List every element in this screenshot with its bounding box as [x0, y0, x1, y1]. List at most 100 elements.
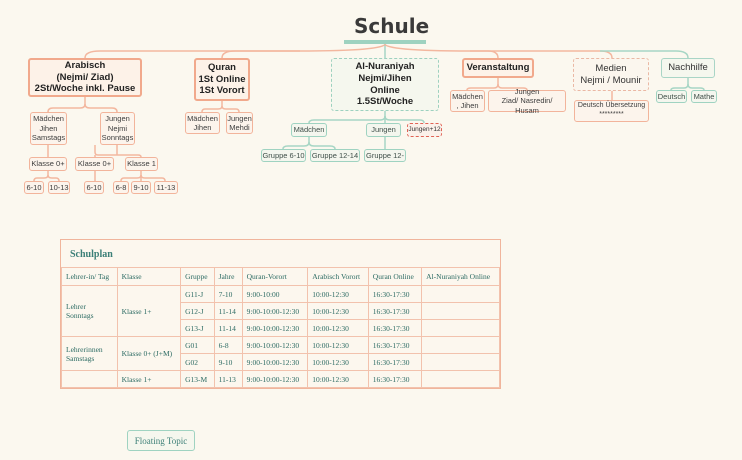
subtopic-label: Mädchen Jihen Samstags [31, 114, 66, 143]
table-cell: 10:00-12:30 [307, 285, 369, 303]
table-cell: 10:00-12:30 [307, 319, 369, 337]
col-header: Gruppe [180, 267, 215, 286]
leaf-10-13[interactable]: 10-13 [48, 181, 70, 194]
leaf-9-10[interactable]: 9-10 [131, 181, 151, 194]
table-cell: G13-J [180, 319, 215, 337]
topic-label: Arabisch (Nejmi/ Ziad) 2St/Woche inkl. P… [34, 59, 136, 95]
subtopic-klasse0-mid[interactable]: Klasse 0+ [75, 157, 114, 171]
table-cell: 16:30-17:30 [367, 370, 423, 388]
leaf-gruppe-6-10[interactable]: Gruppe 6-10 [261, 149, 306, 162]
table-cell: 9:00-10:00-12:30 [241, 370, 309, 388]
table-cell: 16:30-17:30 [367, 353, 423, 371]
leaf-label: 10-13 [49, 182, 69, 192]
table-cell: 10:00-12:30 [307, 370, 369, 388]
table-cell: G11-J [180, 285, 215, 303]
table-cell: 6-8 [213, 336, 243, 354]
table-cell: 9-10 [213, 353, 243, 371]
subtopic-deutsch[interactable]: Deutsch [656, 90, 687, 103]
subtopic-mathe[interactable]: Mathe [691, 90, 717, 103]
leaf-label: 9-10 [133, 182, 149, 192]
table-cell [421, 336, 500, 354]
topic-label: Quran 1St Online 1St Vorort [198, 61, 246, 97]
leaf-label: 6-10 [86, 182, 102, 192]
topic-medien[interactable]: Medien Nejmi / Mounir [573, 58, 649, 91]
subtopic-nura-jungen[interactable]: Jungen [366, 123, 401, 137]
subtopic-label: Mädchen , Jihen [452, 91, 483, 110]
teacher-cell [61, 370, 118, 388]
subtopic-ver-jungen[interactable]: Jungen Ziad/ Nasredin/ Husam [488, 86, 566, 115]
subtopic-quran-jungen[interactable]: Jungen Mehdi [226, 112, 253, 134]
topic-label: Veranstaltung [466, 62, 530, 74]
subtopic-ver-maedchen[interactable]: Mädchen , Jihen [450, 90, 485, 112]
subtopic-label: Deutsch Übersetzung ********* [577, 102, 646, 118]
teacher-cell: Lehrer Sonntags [61, 285, 118, 337]
col-header: Lehrer-in/ Tag [61, 267, 118, 286]
table-cell: 11-14 [213, 319, 243, 337]
table-cell [421, 319, 500, 337]
subtopic-arabisch-jungen[interactable]: Jungen Nejmi Sonntags [100, 112, 135, 145]
subtopic-quran-maedchen[interactable]: Mädchen Jihen [185, 112, 220, 134]
topic-nachhilfe[interactable]: Nachhilfe [661, 58, 715, 78]
topic-nuraniyah[interactable]: Al-Nuraniyah Nejmi/Jihen Online 1.5St/Wo… [331, 58, 439, 111]
subtopic-label: Jungen Ziad/ Nasredin/ Husam [501, 86, 553, 115]
root-title[interactable]: Schule [354, 14, 430, 38]
subtopic-label: Klasse 1 [127, 159, 156, 169]
floating-topic[interactable]: Floating Topic [127, 430, 195, 451]
subtopic-klasse1[interactable]: Klasse 1 [125, 157, 158, 171]
subtopic-nura-maedchen[interactable]: Mädchen [291, 123, 327, 137]
table-cell: 9:00-10:00-12:30 [241, 319, 309, 337]
leaf-6-10-b[interactable]: 6-10 [84, 181, 104, 194]
table-cell: 10:00-12:30 [307, 353, 369, 371]
subtopic-label: Klasse 0+ [77, 159, 112, 169]
table-cell: 16:30-17:30 [367, 319, 423, 337]
table-cell [421, 370, 500, 388]
table-cell: 16:30-17:30 [367, 302, 423, 320]
leaf-11-13[interactable]: 11-13 [154, 181, 178, 194]
leaf-gruppe-12[interactable]: Gruppe 12- [364, 149, 406, 162]
table-cell [421, 285, 500, 303]
table-cell: 11-13 [213, 370, 243, 388]
subtopic-arabisch-maedchen[interactable]: Mädchen Jihen Samstags [30, 112, 67, 145]
topic-label: Medien Nejmi / Mounir [580, 62, 642, 86]
klasse-cell: Klasse 0+ (J+M) [116, 336, 182, 371]
topic-arabisch[interactable]: Arabisch (Nejmi/ Ziad) 2St/Woche inkl. P… [28, 58, 142, 97]
table-cell: 9:00-10:00-12:30 [241, 302, 309, 320]
table-cell: 9:00-10:00-12:30 [241, 353, 309, 371]
topic-label: Al-Nuraniyah Nejmi/Jihen Online 1.5St/Wo… [355, 60, 415, 108]
col-header: Quran-Vorort [241, 267, 309, 286]
col-header: Klasse [116, 267, 182, 286]
leaf-gruppe-12-14[interactable]: Gruppe 12-14 [310, 149, 360, 162]
subtopic-label: Klasse 0+ [31, 159, 65, 169]
table-cell: 10:00-12:30 [307, 336, 369, 354]
table-cell: G01 [180, 336, 215, 354]
leaf-label: 11-13 [156, 182, 176, 192]
subtopic-klasse0-left[interactable]: Klasse 0+ [29, 157, 67, 171]
subtopic-label: Mädchen Jihen [187, 113, 218, 132]
table-cell: 9:00-10:00-12:30 [241, 336, 309, 354]
leaf-6-8[interactable]: 6-8 [113, 181, 129, 194]
schulplan-table: Lehrer-in/ Tag Klasse Gruppe Jahre Quran… [61, 267, 500, 388]
table-cell: G02 [180, 353, 215, 371]
topic-veranstaltung[interactable]: Veranstaltung [462, 58, 534, 78]
schulplan-topic[interactable]: Schulplan Lehrer-in/ Tag Klasse Gruppe J… [60, 239, 501, 389]
leaf-6-10-a[interactable]: 6-10 [24, 181, 44, 194]
topic-label: Nachhilfe [668, 62, 708, 74]
subtopic-deutsch-uebersetzung[interactable]: Deutsch Übersetzung ********* [574, 100, 649, 122]
leaf-label: Gruppe 12-14 [311, 150, 359, 160]
topic-quran[interactable]: Quran 1St Online 1St Vorort [194, 58, 250, 101]
schulplan-title: Schulplan [70, 249, 113, 260]
leaf-label: 6-8 [115, 182, 127, 192]
subtopic-label: Jungen Mehdi [227, 113, 252, 132]
subtopic-label: Jungen [371, 125, 396, 135]
table-cell: G12-J [180, 302, 215, 320]
subtopic-nura-jungen-12[interactable]: Jungen+12 [407, 123, 442, 137]
table-cell: 16:30-17:30 [367, 336, 423, 354]
teacher-cell: Lehrerinnen Samstags [61, 336, 118, 371]
table-cell [421, 302, 500, 320]
table-cell: 11-14 [213, 302, 243, 320]
subtopic-label: Deutsch [657, 91, 686, 101]
